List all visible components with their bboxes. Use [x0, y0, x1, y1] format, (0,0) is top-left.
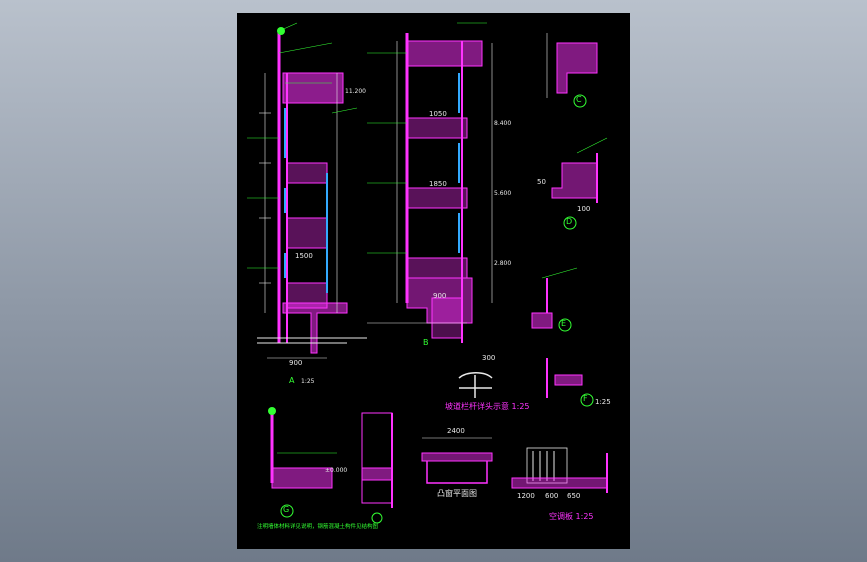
- dim-100: 100: [577, 205, 591, 213]
- section-b-dims: [367, 41, 493, 324]
- elev-3: 5.600: [494, 190, 512, 197]
- detail-e: [531, 267, 578, 329]
- dim-2400: 2400: [447, 427, 465, 435]
- elev-2: 8.400: [494, 120, 512, 127]
- cad-drawing: [247, 22, 608, 524]
- section-b: [405, 33, 483, 343]
- scale-f: 1:25: [595, 398, 611, 406]
- dim-900: 900: [289, 359, 303, 367]
- dim-1200: 1200: [517, 492, 535, 500]
- marker-g: G: [283, 505, 290, 514]
- elev-5: ±0.000: [325, 467, 348, 474]
- ac-board: [511, 447, 608, 493]
- marker-f: F: [583, 394, 588, 403]
- plan-title: 凸窗平面图: [437, 489, 477, 498]
- elev-4: 2.800: [494, 260, 512, 267]
- dim-900b: 900: [433, 292, 447, 300]
- ac-title: 空调板 1:25: [549, 512, 594, 521]
- detail-f: [546, 358, 583, 398]
- detail-g: [270, 413, 337, 489]
- marker-e: E: [561, 319, 567, 328]
- section-a-glass: [284, 108, 328, 293]
- marker-b: B: [423, 338, 429, 347]
- section-b-leaders: [367, 22, 487, 254]
- bay-window-plan: [421, 437, 493, 484]
- bottom-note: 注明墙体材料详见说明，钢筋混凝土构件见结构图: [257, 524, 379, 530]
- dim-1850: 1850: [429, 180, 447, 188]
- dim-1500: 1500: [295, 252, 313, 260]
- dim-650: 650: [567, 492, 581, 500]
- detail-d: [551, 153, 598, 203]
- section-a: [257, 33, 367, 354]
- marker-c: C: [576, 95, 582, 104]
- marker-a: A: [289, 376, 295, 385]
- dim-1050: 1050: [429, 110, 447, 118]
- marker-d: D: [566, 217, 573, 226]
- elev-1: 11.200: [345, 88, 366, 95]
- detail-c: [546, 33, 598, 98]
- small-section: [361, 412, 393, 508]
- drawing-sheet: 900 1500 1050 1850 900 2400 300 600 650 …: [237, 13, 630, 549]
- dim-600: 600: [545, 492, 559, 500]
- dim-300: 300: [482, 354, 496, 362]
- railing-detail: [458, 372, 493, 398]
- section-a-dims: [259, 73, 338, 359]
- dim-50: 50: [537, 178, 546, 186]
- section-a-leaders: [247, 22, 358, 269]
- railing-title: 坡道栏杆详头示意 1:25: [445, 402, 530, 411]
- scale-main: 1:25: [301, 378, 315, 385]
